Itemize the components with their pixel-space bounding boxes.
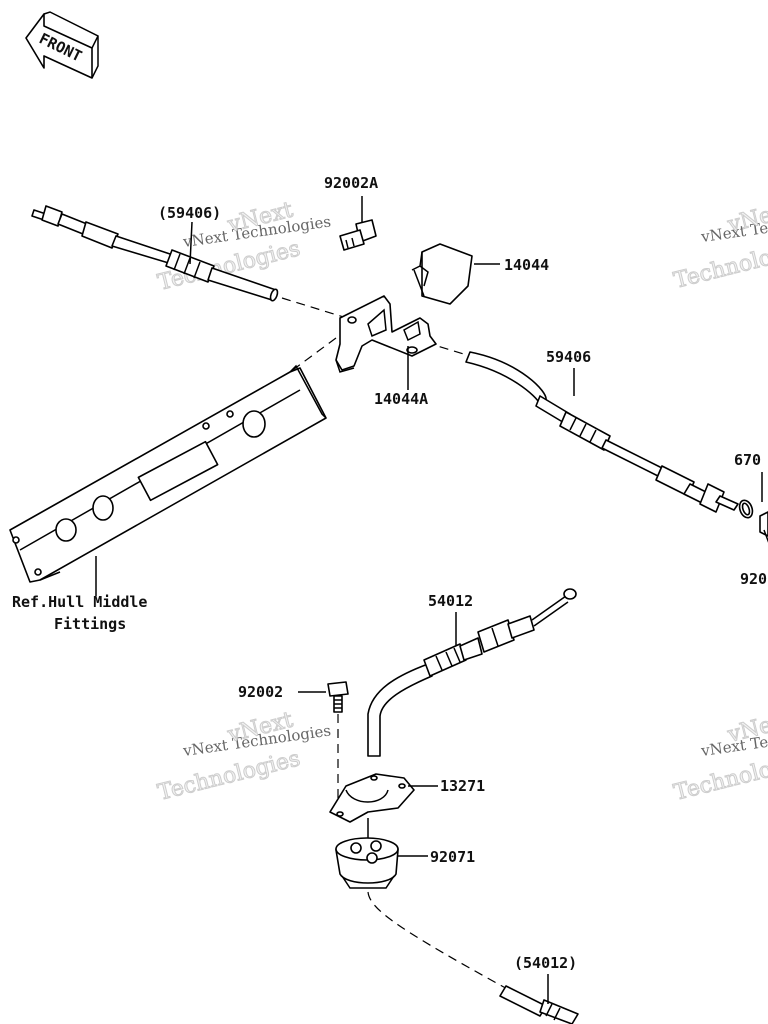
cable-bracket <box>335 295 437 373</box>
reference-note-line1: Ref.Hull Middle <box>12 593 147 611</box>
leader-lines <box>95 196 768 1004</box>
o-ring-inner <box>741 502 751 516</box>
callout-59406: 59406 <box>546 348 591 366</box>
edge-part <box>759 511 768 537</box>
watermark-text: Technologies <box>155 746 302 805</box>
callout-14044: 14044 <box>504 256 549 274</box>
throttle-cable-lower <box>465 351 739 513</box>
bolt-92002a <box>339 219 377 251</box>
callout-13271: 13271 <box>440 777 485 795</box>
callout-14044a: 14044A <box>374 390 428 408</box>
callout-92002a: 92002A <box>324 174 378 192</box>
callout-54012: 54012 <box>428 592 473 610</box>
bolt-92002 <box>327 681 349 713</box>
cable-cover <box>411 243 473 305</box>
callout-92002: 92002 <box>238 683 283 701</box>
callout-920: 920 <box>740 570 767 588</box>
callout-labels: 92002A (59406) 14044 14044A 59406 670 92… <box>12 174 767 972</box>
front-direction-icon: FRONT <box>25 11 99 79</box>
callout-59406-ref: (59406) <box>158 204 221 222</box>
callout-92071: 92071 <box>430 848 475 866</box>
callout-670: 670 <box>734 451 761 469</box>
throttle-cable-upper <box>31 205 279 302</box>
rubber-grommet <box>335 837 399 889</box>
grommet-route-line <box>367 891 521 997</box>
choke-cable-lower-end <box>499 985 579 1024</box>
mount-plate <box>329 773 415 823</box>
callout-54012-ref: (54012) <box>514 954 577 972</box>
hull-middle-fittings-panel <box>9 364 327 583</box>
reference-note-line2: Fittings <box>54 615 126 633</box>
choke-cable <box>367 588 577 757</box>
